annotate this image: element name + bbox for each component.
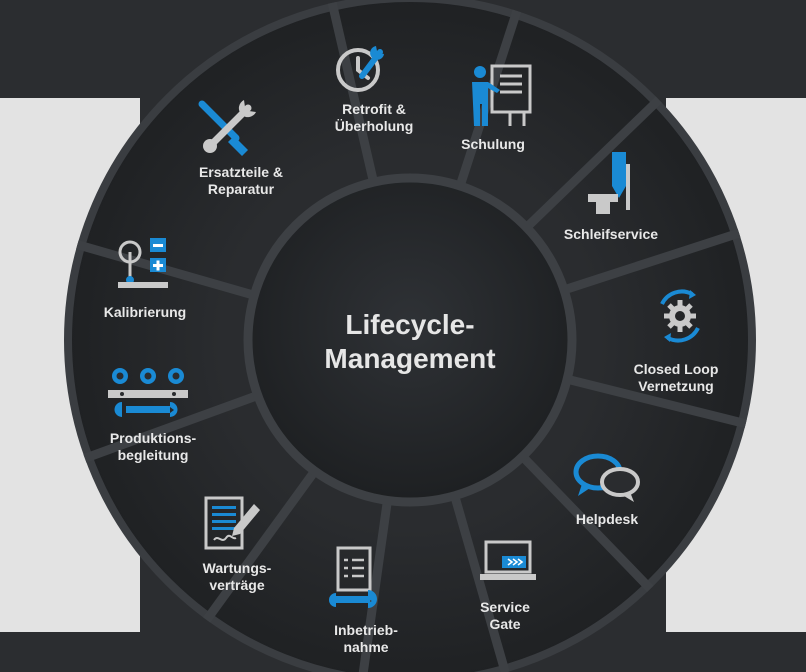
segment-divider <box>519 453 654 593</box>
grinding-tool-icon <box>588 152 630 214</box>
center-title: Lifecycle- Management <box>324 309 496 374</box>
checklist-wrench-icon <box>328 546 377 608</box>
laptop-arrows-icon <box>480 540 536 580</box>
segment-divider <box>566 374 747 429</box>
chat-bubbles-icon <box>573 453 640 502</box>
label-retrofit: Retrofit & Überholung <box>334 101 414 134</box>
presenter-board-icon <box>472 64 532 126</box>
label-kalibrierung: Kalibrierung <box>103 304 187 320</box>
label-produktionsbegleitung: Produktions- begleitung <box>109 430 197 463</box>
center-hub <box>243 173 577 507</box>
label-service-gate: Service Gate <box>480 599 530 632</box>
wrench-screwdriver-icon <box>198 100 256 156</box>
gears-conveyor-icon <box>108 368 188 417</box>
gear-cycle-icon <box>660 289 700 343</box>
label-wartungsvertraege: Wartungs- verträge <box>202 560 272 593</box>
segment-divider <box>358 499 392 672</box>
contract-pen-icon <box>204 496 260 550</box>
segment-divider <box>450 494 510 672</box>
label-schleifservice: Schleifservice <box>563 226 659 242</box>
segment-divider <box>202 468 319 623</box>
segment-divider <box>83 391 260 463</box>
segment-divider <box>327 1 378 184</box>
label-helpdesk: Helpdesk <box>575 511 639 527</box>
label-closed-loop: Closed Loop Vernetzung <box>633 361 719 394</box>
label-ersatzteile: Ersatzteile & Reparatur <box>198 164 284 197</box>
gauge-plus-minus-icon <box>118 238 168 288</box>
segment-divider <box>523 96 663 231</box>
segment-divider <box>562 228 741 295</box>
label-inbetriebnahme: Inbetrieb- nahme <box>334 622 398 655</box>
clock-wrench-icon <box>336 46 384 92</box>
segment-divider <box>455 9 522 188</box>
label-schulung: Schulung <box>461 136 525 152</box>
segment-dividers <box>76 1 747 672</box>
